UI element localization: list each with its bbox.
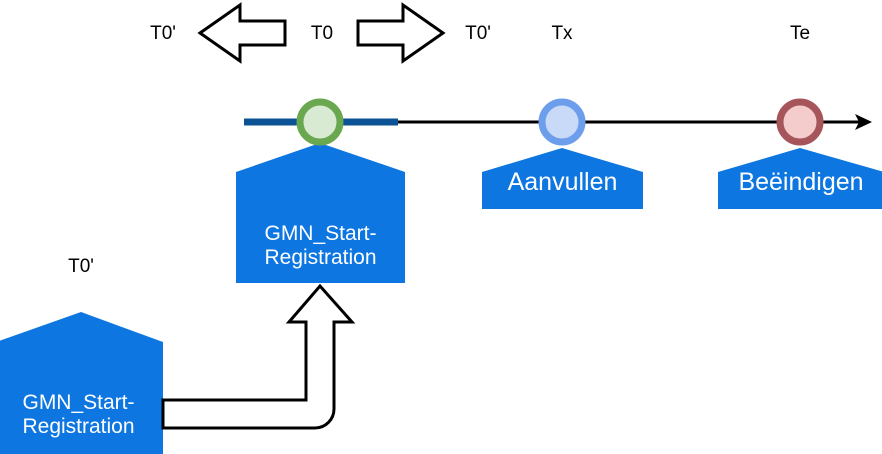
time-label-t0: T0 [310, 23, 334, 44]
node-shape-aanvullen[interactable] [482, 148, 643, 209]
node-shape-gmn-start-registration-top[interactable] [236, 143, 405, 283]
time-label-te: Te [789, 23, 811, 44]
event-marker-start[interactable] [296, 98, 344, 146]
time-label-tx: Tx [551, 23, 573, 44]
time-label-t0-prime-right: T0' [465, 23, 491, 44]
timeline-arrowhead-icon [855, 114, 872, 130]
event-marker-end[interactable] [776, 98, 824, 146]
connector-resubmit-arrow-icon[interactable] [161, 283, 356, 430]
time-label-t0-prime-bottom: T0' [68, 256, 94, 277]
event-marker-supplement[interactable] [538, 98, 586, 146]
shift-right-arrow-icon[interactable] [356, 2, 446, 64]
node-shape-gmn-start-registration-bottom[interactable] [0, 312, 163, 454]
shift-left-arrow-icon[interactable] [197, 2, 287, 64]
time-label-t0-prime-left: T0' [150, 23, 176, 44]
node-shape-beeindigen[interactable] [718, 148, 882, 209]
